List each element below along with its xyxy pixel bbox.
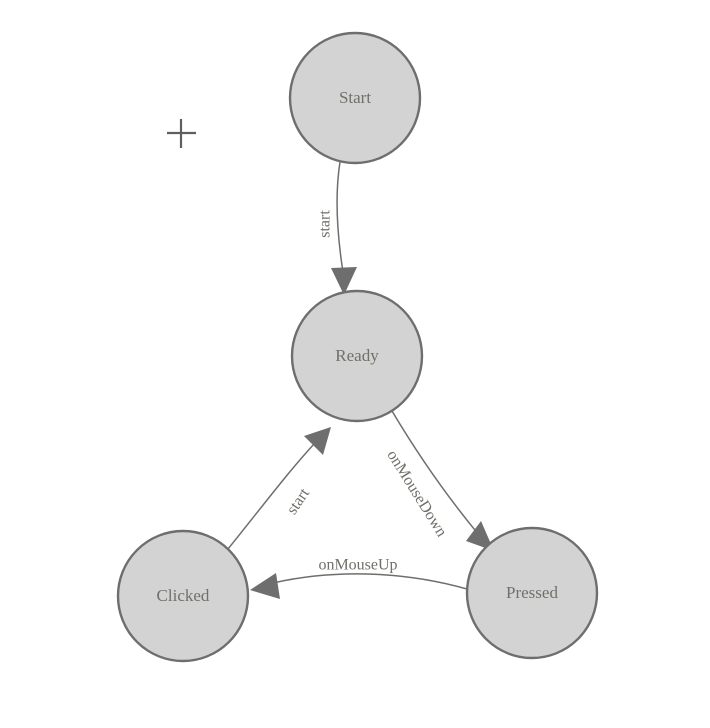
edge-label-start-to-ready: start <box>317 210 334 238</box>
arrowhead-ready-to-pressed <box>466 521 494 551</box>
edge-path-pressed-to-clicked <box>272 573 468 590</box>
node-pressed-circle[interactable] <box>465 526 599 660</box>
edge-label-clicked-to-ready: start <box>284 485 314 518</box>
node-ready-circle[interactable] <box>290 289 424 423</box>
edge-path-clicked-to-ready <box>227 442 316 550</box>
node-start[interactable]: Start <box>288 31 422 165</box>
arrowhead-clicked-to-ready <box>304 427 331 455</box>
node-start-circle[interactable] <box>288 31 422 165</box>
edge-label-pressed-to-clicked: onMouseUp <box>318 557 397 574</box>
node-start-label: Start <box>339 88 371 107</box>
node-ready-label: Ready <box>335 346 379 365</box>
crosshair-icon <box>167 119 196 148</box>
edge-path-ready-to-pressed <box>391 410 480 536</box>
edge-pressed-to-clicked[interactable]: onMouseUp <box>250 557 468 599</box>
edge-path-start-to-ready <box>336 161 344 273</box>
edge-ready-to-pressed[interactable]: onMouseDown <box>383 410 494 551</box>
node-clicked-circle[interactable] <box>116 529 250 663</box>
arrowhead-pressed-to-clicked <box>250 573 280 599</box>
arrowhead-start-to-ready <box>331 267 357 295</box>
edge-clicked-to-ready[interactable]: start <box>227 427 331 550</box>
node-pressed[interactable]: Pressed <box>465 526 599 660</box>
node-clicked-label: Clicked <box>157 586 210 605</box>
node-clicked[interactable]: Clicked <box>116 529 250 663</box>
node-ready[interactable]: Ready <box>290 289 424 423</box>
edge-label-ready-to-pressed: onMouseDown <box>383 447 450 540</box>
node-pressed-label: Pressed <box>506 583 558 602</box>
edge-start-to-ready[interactable]: start <box>317 161 357 295</box>
